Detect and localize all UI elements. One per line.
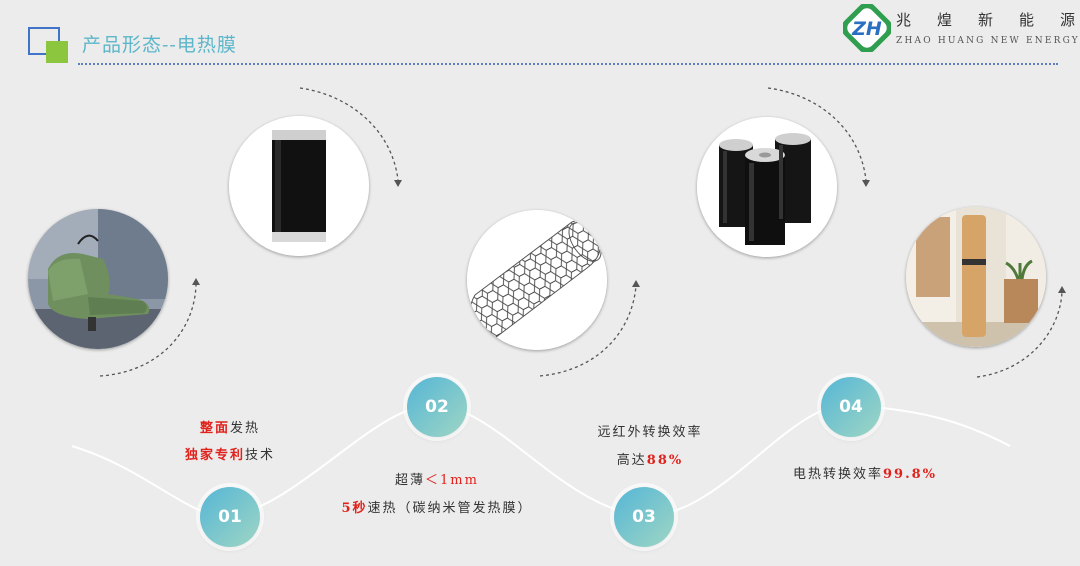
step-02-highlight-1: ＜1mm — [425, 473, 479, 488]
arrow-curve-1 — [99, 283, 197, 377]
step-03-line-1: 远红外转换效率 — [570, 421, 730, 440]
step-04-highlight-1: 99.8% — [883, 467, 938, 482]
arrow-curve-4 — [767, 87, 867, 181]
arrowhead-4 — [862, 180, 870, 187]
step-02-text-2: 速热（碳纳米管发热膜） — [367, 501, 533, 516]
arrow-curve-2 — [299, 87, 399, 181]
step-04-line-1: 电热转换效率99.8% — [765, 463, 965, 482]
step-02-line-1: 超薄＜1mm — [337, 469, 537, 488]
step-badge-01: 01 — [200, 487, 260, 547]
step-03-text-2: 高达 — [616, 453, 647, 468]
logo-name-en: ZHAO HUANG NEW ENERGY — [896, 36, 1080, 46]
step-02-line-2: 5秒速热（碳纳米管发热膜） — [307, 497, 567, 516]
step-01-text-1: 发热 — [230, 421, 261, 436]
step-badge-03: 03 — [614, 487, 674, 547]
step-badge-02: 02 — [407, 377, 467, 437]
step-04-text-1: 电热转换效率 — [792, 467, 883, 482]
header-square-fill — [46, 41, 68, 63]
arrowhead-1 — [192, 278, 200, 285]
carbon-nanotube-photo — [467, 210, 607, 350]
step-badge-04: 04 — [821, 377, 881, 437]
step-01-line-1: 整面发热 — [160, 417, 300, 436]
step-02-highlight-2: 5秒 — [341, 501, 368, 516]
film-rolls-photo — [697, 117, 837, 257]
header-divider — [78, 63, 1058, 65]
logo-icon: ZH — [843, 4, 891, 52]
arrow-curve-3 — [539, 285, 637, 377]
recliner-photo — [28, 209, 168, 349]
arrowhead-2 — [394, 180, 402, 187]
step-03-text-1: 远红外转换效率 — [597, 425, 703, 440]
step-01-highlight-1: 整面 — [199, 421, 230, 436]
step-03-highlight-2: 88% — [646, 453, 684, 468]
step-01-line-2: 独家专利技术 — [160, 444, 300, 463]
logo-mark: ZH — [851, 18, 882, 40]
step-03-line-2: 高达88% — [570, 449, 730, 468]
film-roll-photo — [229, 116, 369, 256]
logo-name-cn: 兆煌新能源 — [896, 11, 1075, 29]
arrowhead-3 — [632, 280, 640, 287]
heater-column-photo — [906, 207, 1046, 347]
page-title: 产品形态--电热膜 — [82, 34, 237, 56]
step-01-text-2: 技术 — [245, 448, 276, 463]
arrowhead-5 — [1058, 286, 1066, 293]
step-01-highlight-2: 独家专利 — [184, 448, 245, 463]
step-02-text-1: 超薄 — [395, 473, 426, 488]
